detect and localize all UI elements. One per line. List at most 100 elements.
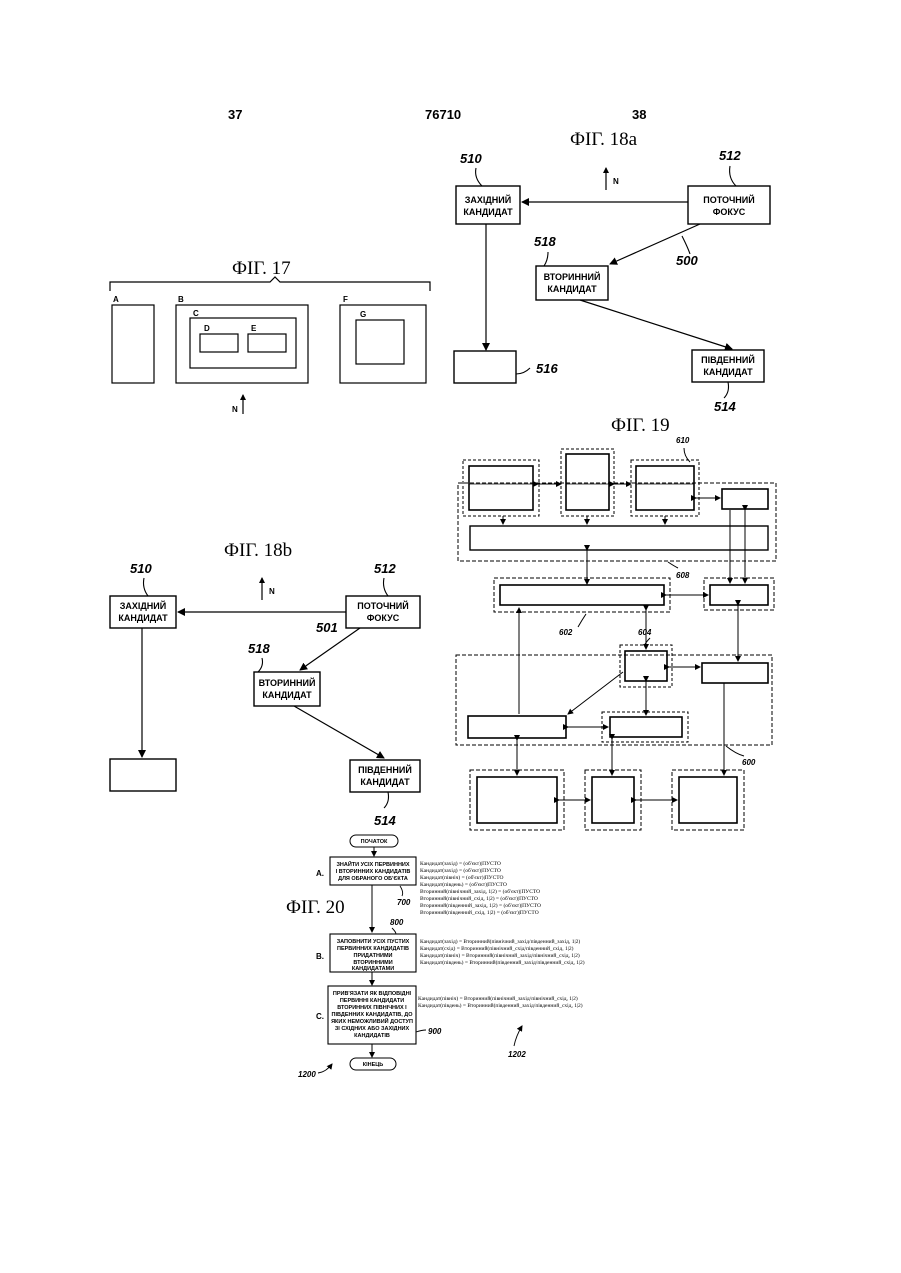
fig20-ref-1202: 1202 [508, 1050, 526, 1059]
document-number: 76710 [425, 107, 461, 122]
fig19-ref-608: 608 [676, 571, 690, 580]
fig19-block-top-1 [469, 466, 533, 510]
fig17-north-label: N [232, 405, 238, 414]
svg-text:ПІВДЕННИЙ: ПІВДЕННИЙ [358, 764, 412, 775]
fig18b-ref-secondary: 518 [248, 641, 270, 656]
fig19-group-bottom-1 [470, 770, 564, 830]
svg-text:ПЕРВИННИХ КАНДИДАТІВ: ПЕРВИННИХ КАНДИДАТІВ [337, 946, 409, 952]
fig20-ref-1200: 1200 [298, 1070, 316, 1079]
fig18a-current-focus [688, 186, 770, 224]
svg-text:ЗНАЙТИ УСІХ ПЕРВИННИХ: ЗНАЙТИ УСІХ ПЕРВИННИХ [336, 860, 409, 868]
fig17-label-f: F [343, 295, 348, 304]
svg-text:КАНДИДАТ: КАНДИДАТ [547, 284, 597, 294]
fig18a-ref-south: 514 [714, 399, 736, 414]
fig19-block-600-right [702, 663, 768, 683]
fig17-object-a [112, 305, 154, 383]
svg-text:ПРИДАТНИМИ: ПРИДАТНИМИ [353, 953, 392, 959]
fig19-group-bottom-3 [672, 770, 744, 830]
fig19-block-bottom-2 [592, 777, 634, 823]
fig17-object-g [356, 320, 404, 364]
svg-text:Кандидат(південь) = Вторинний(: Кандидат(південь) = Вторинний(південний_… [418, 1002, 583, 1009]
fig18b: ФІГ. 18b 510 ЗАХІДНИЙ КАНДИДАТ N 512 ПОТ… [110, 540, 420, 828]
svg-text:ПОТОЧНИЙ: ПОТОЧНИЙ [703, 194, 755, 205]
fig19-title: ФІГ. 19 [611, 415, 670, 436]
svg-text:Кандидат(південь) = (об'єкт)|П: Кандидат(південь) = (об'єкт)|ПУСТО [420, 881, 507, 888]
svg-text:Кандидат(захід) = Вторинний(пі: Кандидат(захід) = Вторинний(північний_за… [420, 938, 580, 945]
svg-text:КАНДИДАТ: КАНДИДАТ [262, 690, 312, 700]
fig18a-ref-secondary: 518 [534, 234, 556, 249]
fig17-label-c: C [193, 309, 199, 318]
svg-text:Вторинний(північний_захід, 1|2: Вторинний(північний_захід, 1|2) = (об'єк… [420, 888, 540, 895]
svg-text:КАНДИДАТІВ: КАНДИДАТІВ [354, 1033, 390, 1039]
svg-text:ПОЧАТОК: ПОЧАТОК [361, 839, 388, 845]
fig19-bus-608 [470, 526, 768, 550]
svg-text:Кандидат(схід) = Вторинний(пів: Кандидат(схід) = Вторинний(північний_схі… [420, 945, 574, 952]
fig18a-empty-box [454, 351, 516, 383]
fig18b-ref-path: 501 [316, 620, 338, 635]
fig17-brace [110, 277, 430, 291]
fig19-group-600 [456, 655, 772, 745]
fig17-label-a: A [113, 295, 119, 304]
svg-text:ВТОРИННИЙ: ВТОРИННИЙ [544, 271, 601, 282]
svg-text:ЗАХІДНИЙ: ЗАХІДНИЙ [465, 194, 512, 205]
fig19-block-600-mid [610, 717, 682, 737]
svg-text:Вторинний(південний_захід, 1|2: Вторинний(південний_захід, 1|2) = (об'єк… [420, 902, 541, 909]
fig19-block-600-left [468, 716, 566, 738]
svg-text:Кандидат(північ) = (об'єкт)|ПУ: Кандидат(північ) = (об'єкт)|ПУСТО [420, 874, 504, 881]
fig18a-north-label: N [613, 177, 619, 186]
svg-text:КАНДИДАТ: КАНДИДАТ [703, 367, 753, 377]
fig20-title: ФІГ. 20 [286, 897, 345, 918]
svg-text:ЯКИХ НЕМОЖЛИВИЙ ДОСТУП: ЯКИХ НЕМОЖЛИВИЙ ДОСТУП [331, 1017, 413, 1025]
fig18a: ФІГ. 18a 510 ЗАХІДНИЙ КАНДИДАТ N 512 ПОТ… [454, 129, 770, 414]
fig18b-ref-west: 510 [130, 561, 152, 576]
svg-text:ВТОРИННИЙ: ВТОРИННИЙ [259, 677, 316, 688]
fig18b-title: ФІГ. 18b [224, 540, 292, 561]
svg-text:КІНЕЦЬ: КІНЕЦЬ [363, 1062, 384, 1068]
fig19-group-bottom-2 [585, 770, 641, 830]
right-page-number: 38 [632, 107, 646, 122]
svg-text:Вторинний(північний_схід, 1|2): Вторинний(північний_схід, 1|2) = (об'єкт… [420, 895, 538, 902]
fig17-label-b: B [178, 295, 184, 304]
fig20-step-b-letter: B. [316, 952, 324, 961]
fig19-group-top-3 [631, 460, 699, 516]
fig19-ref-604: 604 [638, 628, 652, 637]
fig17-label-e: E [251, 324, 257, 333]
fig19-ref-600: 600 [742, 758, 756, 767]
fig20-ref-800: 800 [390, 918, 404, 927]
fig19-ref-610: 610 [676, 436, 690, 445]
fig19-group-top-1 [463, 460, 539, 516]
svg-text:ПІВДЕННИХ КАНДИДАТІВ, ДО: ПІВДЕННИХ КАНДИДАТІВ, ДО [332, 1012, 414, 1018]
svg-text:ДЛЯ ОБРАНОГО ОБ'ЄКТА: ДЛЯ ОБРАНОГО ОБ'ЄКТА [338, 876, 408, 882]
fig17-title: ФІГ. 17 [232, 258, 291, 279]
fig18a-title: ФІГ. 18a [570, 129, 638, 150]
fig19-block-602-side [710, 585, 768, 605]
svg-text:ЗАХІДНИЙ: ЗАХІДНИЙ [120, 600, 167, 611]
fig19-block-bottom-3 [679, 777, 737, 823]
fig17-label-g: G [360, 310, 366, 319]
svg-text:КАНДИДАТ: КАНДИДАТ [463, 207, 513, 217]
fig20: ФІГ. 20 ПОЧАТОК A. ЗНАЙТИ УСІХ ПЕРВИННИХ… [286, 835, 585, 1079]
fig20-step-c-letter: C. [316, 1012, 324, 1021]
svg-text:Кандидат(захід) = (об'єкт)|ПУС: Кандидат(захід) = (об'єкт)|ПУСТО [420, 867, 501, 874]
fig19-block-top-2 [566, 454, 609, 510]
svg-text:ПОТОЧНИЙ: ПОТОЧНИЙ [357, 600, 409, 611]
fig18a-ref-empty: 516 [536, 361, 558, 376]
fig17-label-d: D [204, 324, 210, 333]
fig17-object-e [248, 334, 286, 352]
svg-text:ПЕРВИННІ КАНДИДАТИ: ПЕРВИННІ КАНДИДАТИ [340, 998, 404, 1004]
fig19-block-bottom-1 [477, 777, 557, 823]
fig18b-north-label: N [269, 587, 275, 596]
fig18a-ref-path: 500 [676, 253, 698, 268]
fig20-ref-900: 900 [428, 1027, 442, 1036]
svg-text:І ВТОРИННИХ КАНДИДАТІВ: І ВТОРИННИХ КАНДИДАТІВ [336, 869, 411, 875]
fig19-group-608 [458, 483, 776, 561]
svg-text:ФОКУС: ФОКУС [367, 613, 400, 623]
fig19-block-side-608 [722, 489, 768, 509]
fig19: ФІГ. 19 610 608 602 [456, 415, 776, 830]
fig18b-ref-south: 514 [374, 813, 396, 828]
svg-text:ПІВДЕННИЙ: ПІВДЕННИЙ [701, 354, 755, 365]
fig18a-ref-focus: 512 [719, 148, 741, 163]
svg-text:ПРИВ'ЯЗАТИ ЯК ВІДПОВІДНІ: ПРИВ'ЯЗАТИ ЯК ВІДПОВІДНІ [333, 991, 412, 997]
svg-text:ЗІ СХІДНИХ АБО ЗАХІДНИХ: ЗІ СХІДНИХ АБО ЗАХІДНИХ [335, 1026, 410, 1032]
